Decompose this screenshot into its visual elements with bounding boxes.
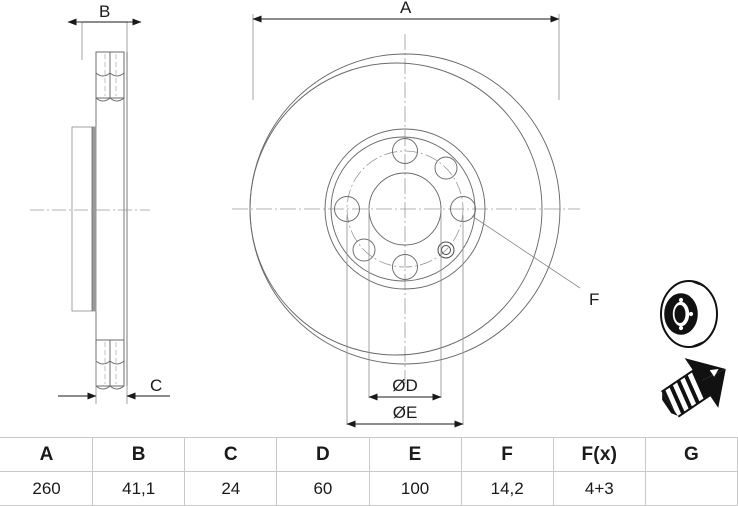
table-header-f: F bbox=[460, 437, 554, 472]
table-header-d: D bbox=[276, 437, 370, 472]
friction-ring-lower bbox=[95, 339, 125, 390]
table-header-a: A bbox=[0, 437, 94, 472]
cross-section-side-view: B bbox=[30, 2, 170, 404]
dimension-spec-table: A B C D E F F(x) G 260 41,1 24 60 100 14… bbox=[0, 437, 738, 506]
table-value-fx: 4+3 bbox=[552, 471, 646, 506]
table-value-a: 260 bbox=[0, 471, 94, 506]
dimension-B bbox=[67, 18, 142, 60]
centerlines-front bbox=[232, 34, 580, 384]
table-value-d: 60 bbox=[276, 471, 370, 506]
bolt-circle-pitch bbox=[346, 150, 464, 268]
bolt-hole-top bbox=[392, 138, 418, 164]
dimension-A bbox=[252, 14, 560, 100]
table-header-fx: F(x) bbox=[552, 437, 646, 472]
dimension-label-OD: ØD bbox=[392, 376, 418, 395]
table-value-f: 14,2 bbox=[460, 471, 554, 506]
technical-drawing-canvas: B bbox=[30, 0, 726, 428]
countersunk-screw-icon bbox=[661, 358, 726, 418]
table-value-e: 100 bbox=[368, 471, 462, 506]
table-value-b: 41,1 bbox=[92, 471, 186, 506]
extension-lines-bottom bbox=[346, 209, 464, 425]
bolt-hole-bottom bbox=[392, 254, 418, 280]
dimension-label-A: A bbox=[400, 0, 412, 17]
disc-body-outline bbox=[95, 52, 128, 386]
hub-hat-circles bbox=[324, 128, 486, 290]
dimension-label-C: C bbox=[150, 376, 162, 395]
leader-line-F bbox=[471, 215, 581, 289]
secondary-hole-upper-right bbox=[434, 156, 458, 180]
secondary-hole-lower-left bbox=[352, 238, 376, 262]
table-header-g: G bbox=[644, 437, 738, 472]
bolt-hole-group-secondary bbox=[352, 156, 458, 262]
disc-outer-circles bbox=[249, 53, 561, 365]
dimension-label-OE: ØE bbox=[393, 403, 418, 422]
countersunk-hole-lower-right bbox=[437, 241, 455, 259]
disc-face-front-view: A bbox=[232, 0, 599, 428]
table-header-e: E bbox=[368, 437, 462, 472]
dimension-C bbox=[58, 360, 170, 404]
table-value-g bbox=[644, 471, 738, 506]
hub-flange-section bbox=[71, 126, 97, 312]
table-header-c: C bbox=[184, 437, 278, 472]
vented-brake-disc-icon bbox=[660, 280, 718, 348]
dimension-label-B: B bbox=[99, 2, 110, 21]
table-header-row: A B C D E F F(x) G bbox=[0, 437, 738, 472]
friction-ring-upper bbox=[95, 51, 125, 102]
dimension-label-F: F bbox=[589, 290, 599, 309]
table-value-c: 24 bbox=[184, 471, 278, 506]
table-value-row: 260 41,1 24 60 100 14,2 4+3 bbox=[0, 471, 738, 506]
table-header-b: B bbox=[92, 437, 186, 472]
